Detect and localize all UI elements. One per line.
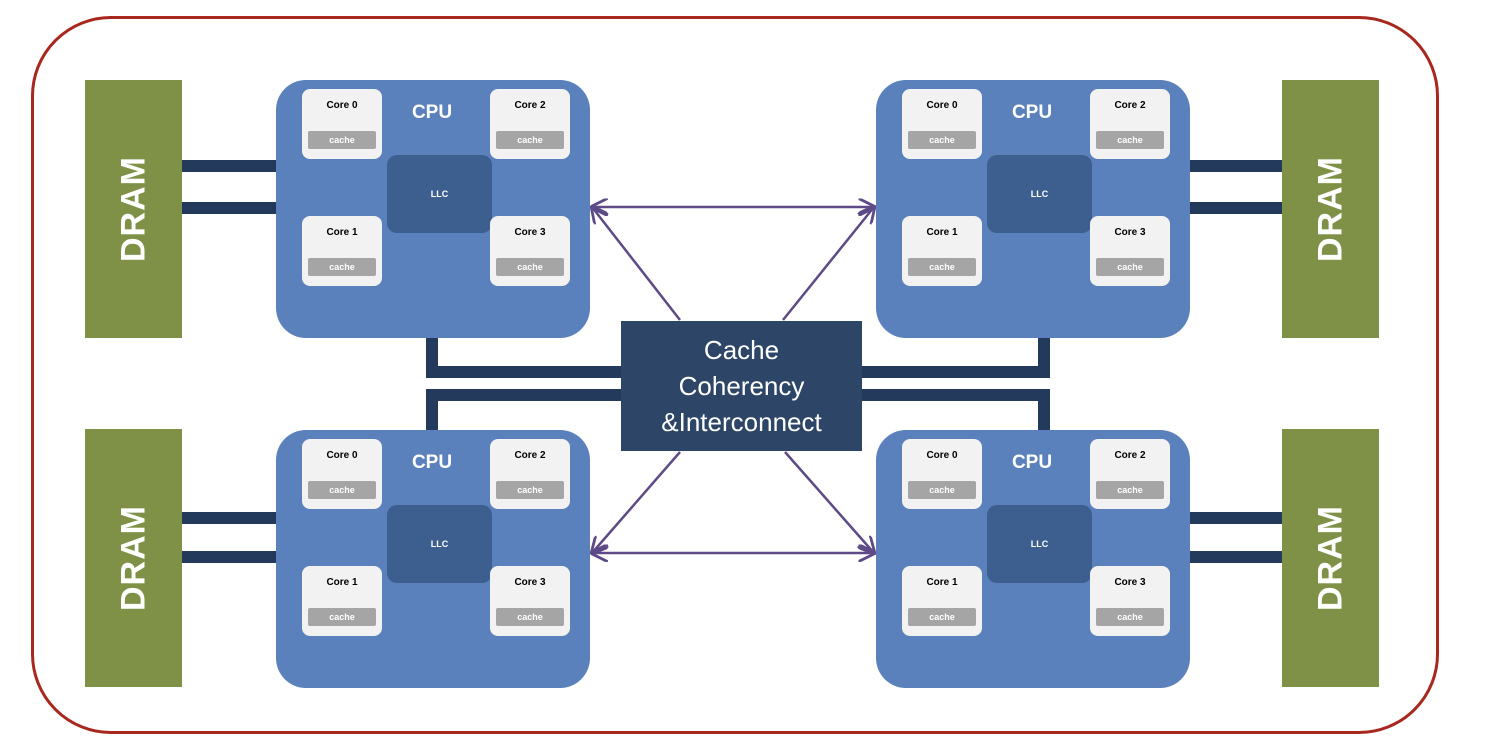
core-label: Core 1 (326, 227, 358, 238)
core: Core 1 cache (902, 216, 982, 286)
core: Core 0 cache (902, 439, 982, 509)
core-cache: cache (496, 258, 564, 276)
core-label: Core 0 (326, 450, 358, 461)
core-cache: cache (908, 131, 976, 149)
dram-label: DRAM (114, 505, 152, 611)
core-label: Core 3 (1114, 577, 1146, 588)
core: Core 3 cache (490, 566, 570, 636)
coherency-links (592, 207, 874, 553)
core-cache: cache (908, 258, 976, 276)
coherency-link (592, 451, 681, 553)
core: Core 1 cache (302, 566, 382, 636)
system-boundary (31, 16, 1439, 734)
cpu-package: CPU LLC Core 0 cache Core 2 cache Core 1… (876, 80, 1190, 338)
core: Core 0 cache (302, 89, 382, 159)
core-label: Core 1 (926, 227, 958, 238)
interconnect-bus (860, 337, 1050, 378)
core-cache: cache (1096, 131, 1164, 149)
core-cache: cache (496, 608, 564, 626)
coherency-link (592, 207, 681, 321)
core-label: Core 0 (326, 100, 358, 111)
llc-block: LLC (987, 155, 1092, 233)
coherency-link (784, 451, 874, 553)
llc-block: LLC (987, 505, 1092, 583)
core: Core 2 cache (490, 439, 570, 509)
core: Core 0 cache (902, 89, 982, 159)
core-label: Core 0 (926, 450, 958, 461)
core-label: Core 2 (514, 100, 546, 111)
core-cache: cache (308, 258, 376, 276)
core-label: Core 2 (514, 450, 546, 461)
core-label: Core 3 (514, 577, 546, 588)
cpu-label: CPU (411, 102, 453, 123)
dram-label: DRAM (1311, 505, 1349, 611)
interconnect-label-line: Coherency (678, 371, 805, 401)
core: Core 2 cache (1090, 439, 1170, 509)
core-cache: cache (1096, 258, 1164, 276)
core-cache: cache (308, 131, 376, 149)
cache-coherency-interconnect: Cache Coherency &Interconnect (621, 321, 862, 451)
core-cache: cache (496, 481, 564, 499)
dram-label: DRAM (114, 156, 152, 262)
core-label: Core 1 (926, 577, 958, 588)
llc-block: LLC (387, 155, 492, 233)
cpu-label: CPU (1011, 452, 1053, 473)
core-cache: cache (908, 481, 976, 499)
cpu-package: CPU LLC Core 0 cache Core 2 cache Core 1… (876, 430, 1190, 688)
core: Core 2 cache (1090, 89, 1170, 159)
interconnect-buses (426, 337, 1050, 430)
dram-module: DRAM (85, 429, 182, 687)
core-cache: cache (1096, 481, 1164, 499)
interconnect-bus (426, 337, 623, 378)
dram-module: DRAM (1282, 429, 1379, 687)
core-cache: cache (496, 131, 564, 149)
core: Core 0 cache (302, 439, 382, 509)
cpu-label: CPU (411, 452, 453, 473)
core-cache: cache (908, 608, 976, 626)
core-label: Core 2 (1114, 450, 1146, 461)
core-label: Core 0 (926, 100, 958, 111)
core-cache: cache (1096, 608, 1164, 626)
llc-block: LLC (387, 505, 492, 583)
cpu-package: CPU LLC Core 0 cache Core 2 cache Core 1… (276, 80, 590, 338)
interconnect-bus (426, 389, 623, 430)
dram-label: DRAM (1311, 156, 1349, 262)
core-cache: cache (308, 481, 376, 499)
core: Core 3 cache (1090, 216, 1170, 286)
dram-module: DRAM (1282, 80, 1379, 338)
interconnect-label-line: Cache (703, 335, 780, 365)
core: Core 1 cache (902, 566, 982, 636)
interconnect-bus (860, 389, 1050, 430)
interconnect-label-line: &Interconnect (661, 407, 822, 437)
core: Core 2 cache (490, 89, 570, 159)
core-label: Core 1 (326, 577, 358, 588)
core-label: Core 3 (1114, 227, 1146, 238)
cpu-package: CPU LLC Core 0 cache Core 2 cache Core 1… (276, 430, 590, 688)
core: Core 1 cache (302, 216, 382, 286)
core: Core 3 cache (1090, 566, 1170, 636)
core-label: Core 2 (1114, 100, 1146, 111)
memory-buses (182, 160, 1283, 563)
core-label: Core 3 (514, 227, 546, 238)
core: Core 3 cache (490, 216, 570, 286)
core-cache: cache (308, 608, 376, 626)
dram-module: DRAM (85, 80, 182, 338)
cpu-label: CPU (1011, 102, 1053, 123)
coherency-link (782, 207, 874, 321)
